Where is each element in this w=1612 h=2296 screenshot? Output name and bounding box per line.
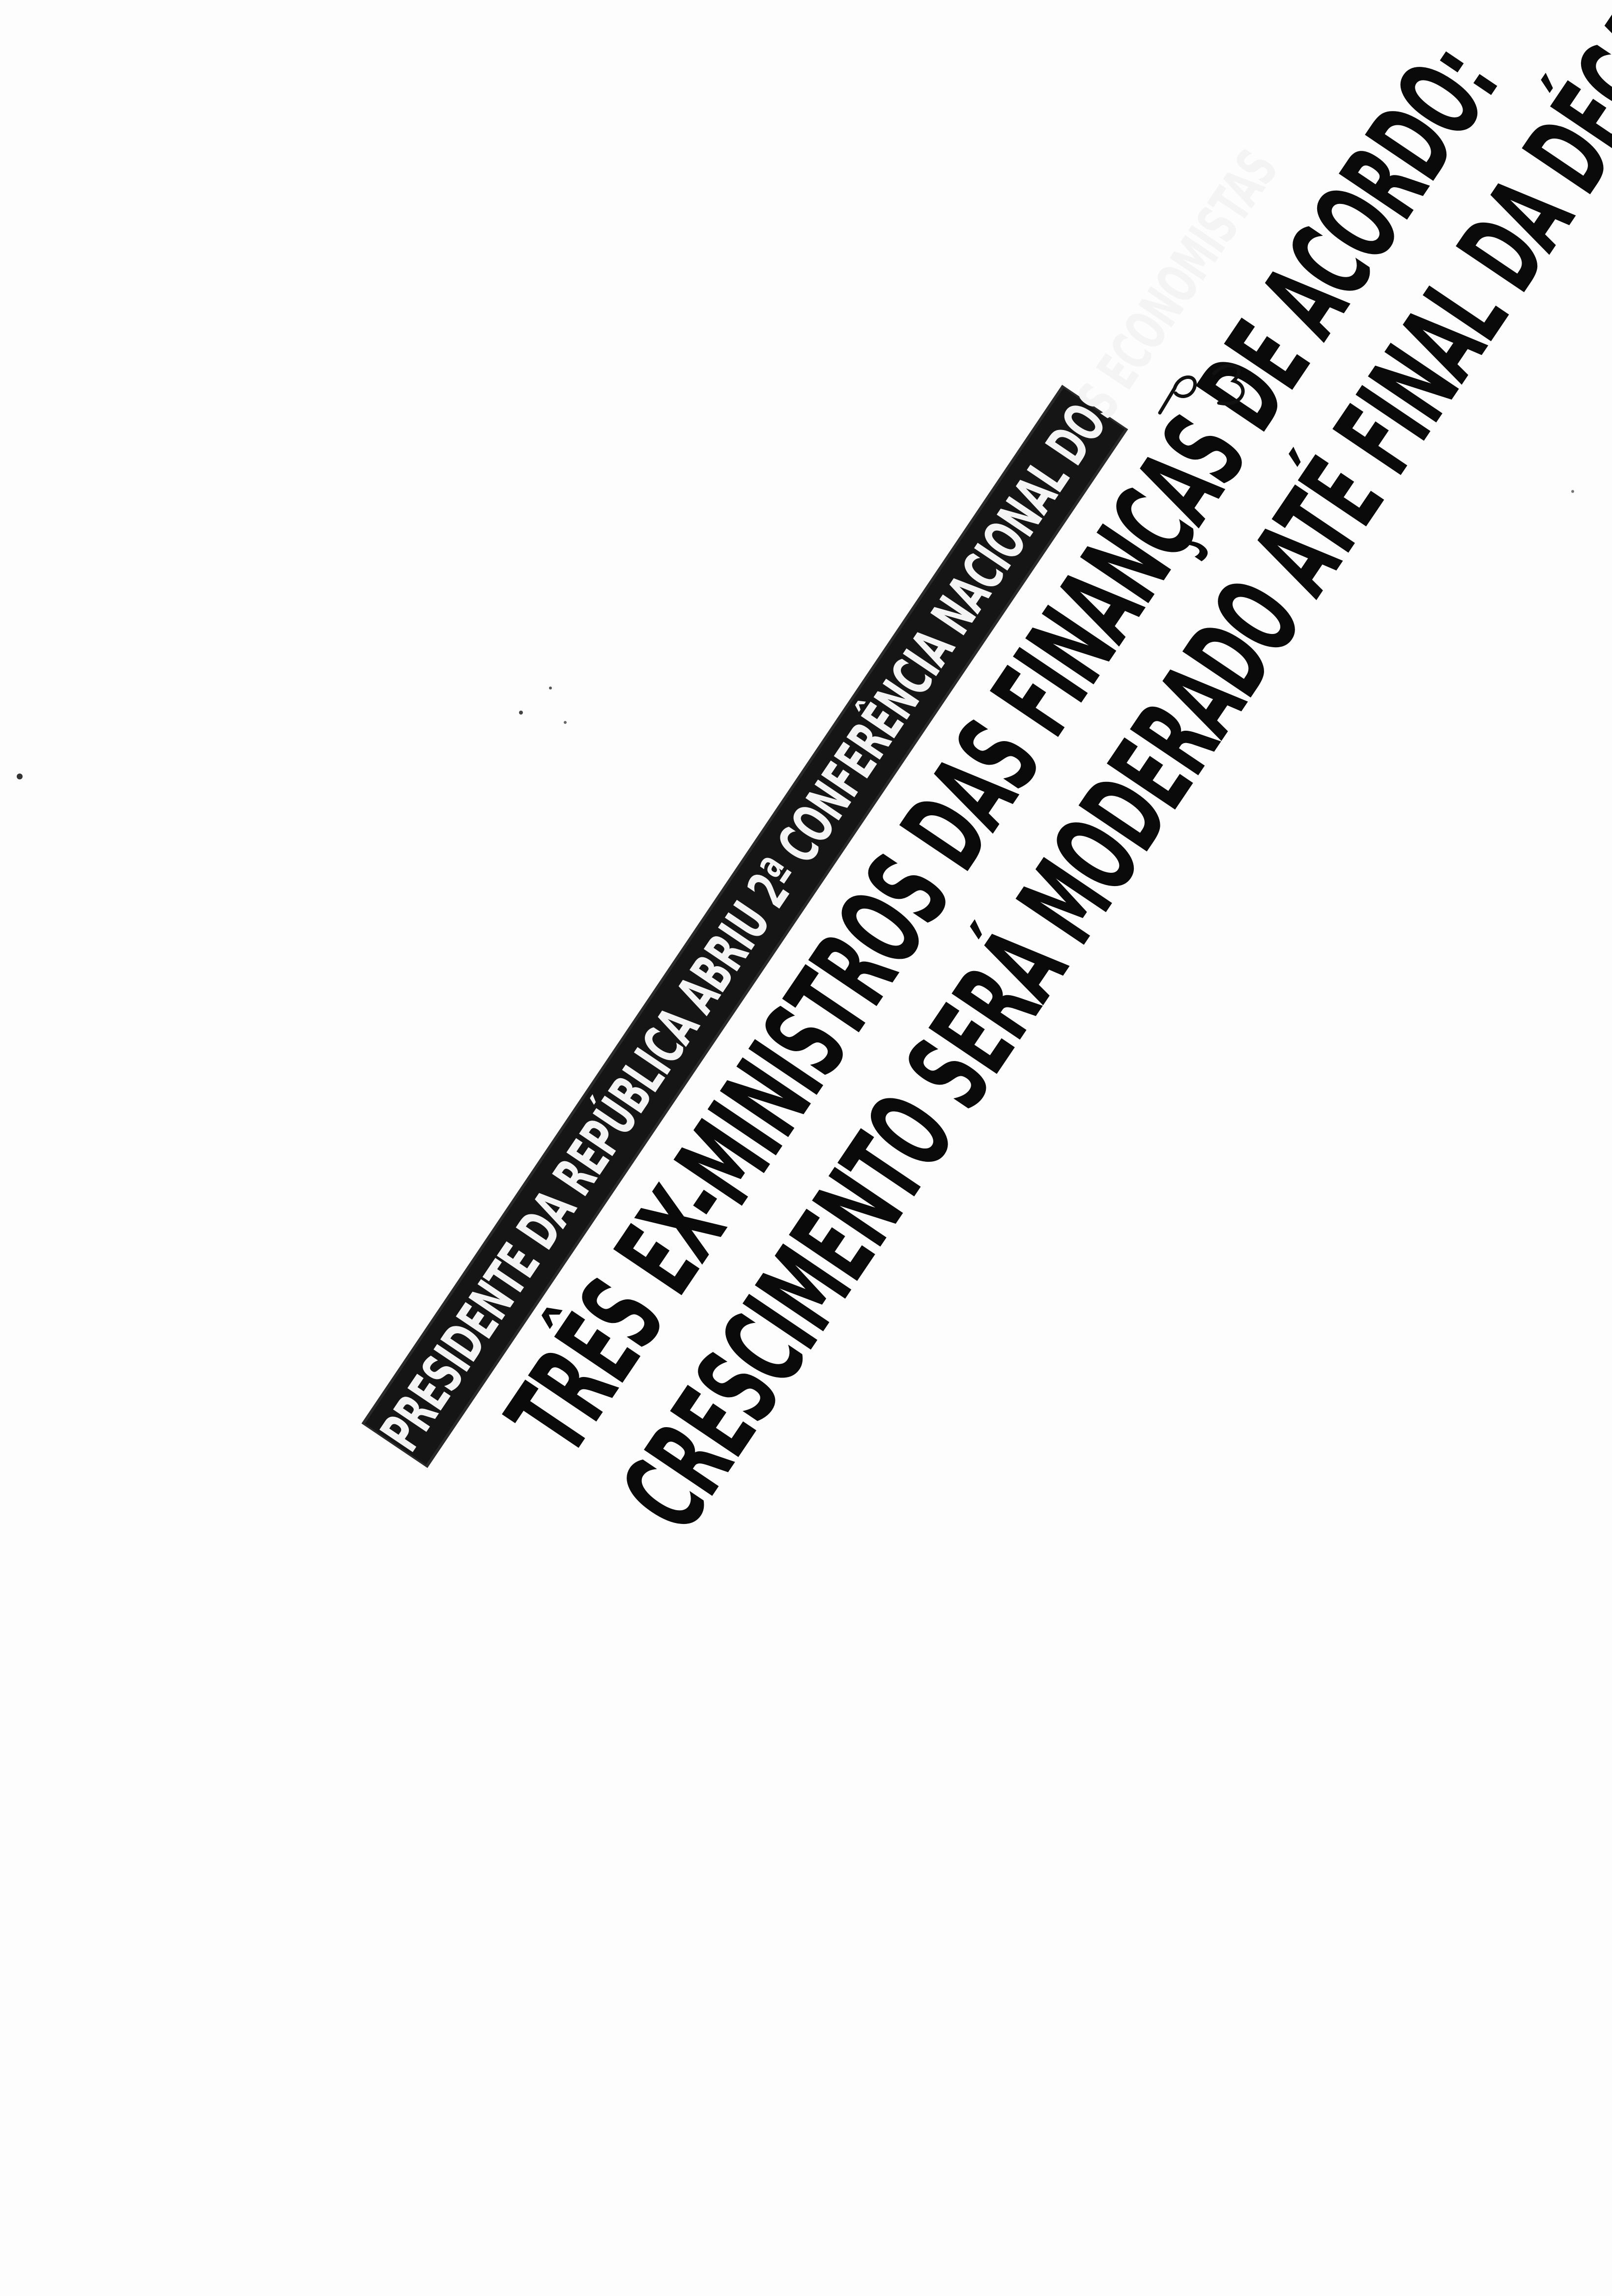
handwritten-mark xyxy=(1158,364,1245,415)
